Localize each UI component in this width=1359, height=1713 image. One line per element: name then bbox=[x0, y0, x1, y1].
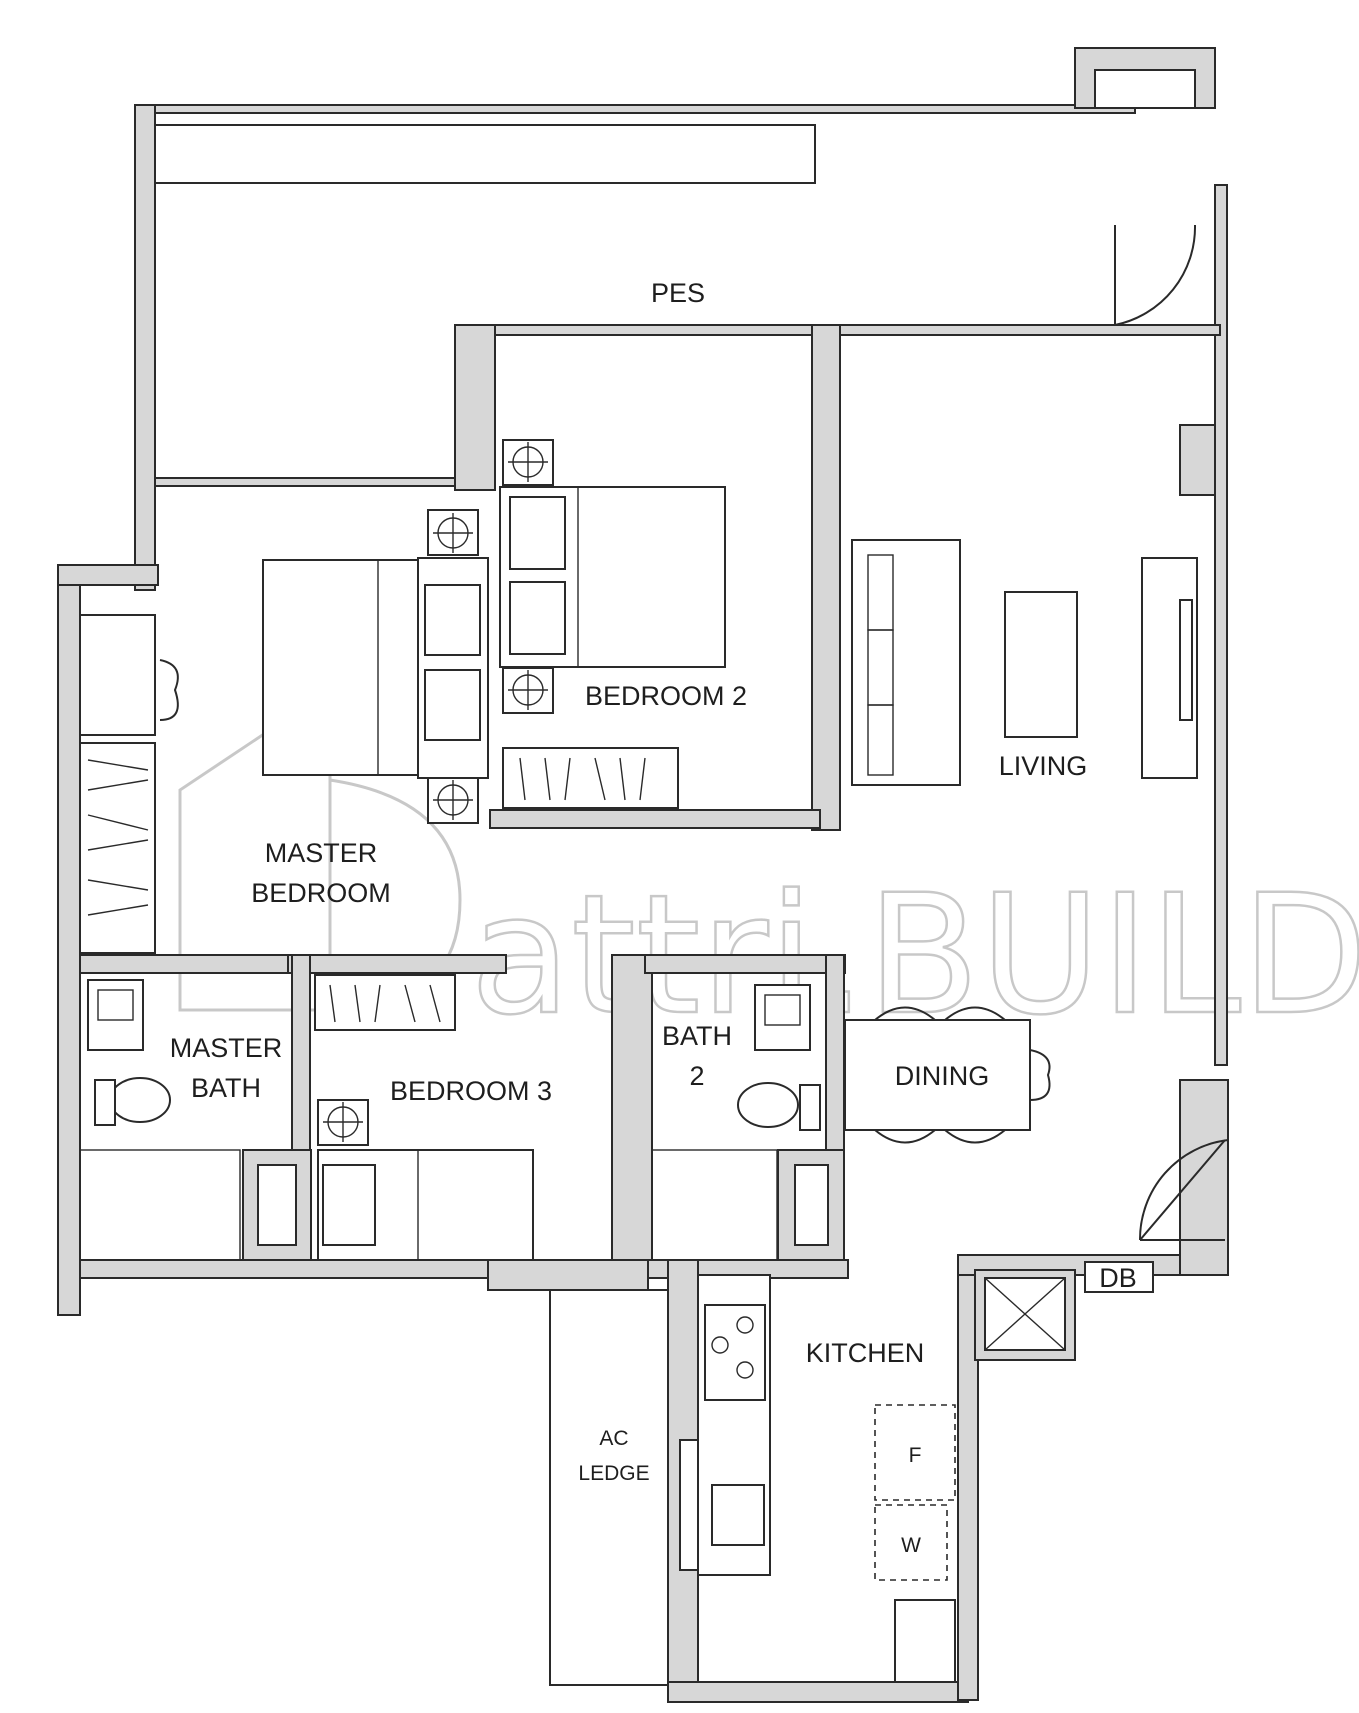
lamp-icon bbox=[427, 509, 479, 556]
label-master-bath-2: BATH bbox=[191, 1073, 261, 1103]
label-pes: PES bbox=[651, 278, 705, 308]
bed2-left-column bbox=[454, 324, 496, 491]
dining-table bbox=[844, 1019, 1031, 1131]
label-fridge: F bbox=[909, 1444, 922, 1467]
bed3-top-wall bbox=[287, 954, 507, 974]
master-shower bbox=[79, 1149, 241, 1261]
label-master-bedroom-2: BEDROOM bbox=[251, 878, 391, 908]
toilet-icon bbox=[737, 1082, 799, 1128]
label-kitchen: KITCHEN bbox=[806, 1338, 925, 1368]
entrance-door-arc bbox=[1138, 1139, 1229, 1241]
master-pillow-2 bbox=[424, 669, 481, 741]
corner-column-inner bbox=[1094, 69, 1196, 109]
right-wall bbox=[1214, 184, 1228, 1066]
chair-icon bbox=[874, 1129, 1006, 1144]
label-living: LIVING bbox=[999, 751, 1088, 781]
master-wardrobe bbox=[79, 742, 156, 954]
bed2-bottom-wall bbox=[489, 809, 821, 829]
doors bbox=[1114, 224, 1229, 1241]
master-bath-top-wall bbox=[79, 954, 296, 974]
master-window bbox=[154, 477, 456, 487]
label-dining: DINING bbox=[895, 1061, 990, 1091]
kitchen-window bbox=[679, 1439, 699, 1571]
kitchen-bottom-duct bbox=[894, 1599, 956, 1683]
kitchen-sink bbox=[711, 1484, 765, 1546]
label-ac-ledge-2: LEDGE bbox=[578, 1462, 649, 1485]
kitchen-bottom-wall bbox=[667, 1681, 969, 1703]
room-labels: PES BEDROOM 2 LIVING MASTER BEDROOM MAST… bbox=[170, 278, 1137, 1557]
entrance-column bbox=[1179, 1079, 1229, 1276]
lamp-icon bbox=[317, 1099, 369, 1146]
master-bath-right-wall bbox=[291, 954, 311, 1156]
label-ac-ledge-1: AC bbox=[599, 1427, 628, 1450]
chair-icon bbox=[159, 659, 179, 721]
master-bath-basin bbox=[87, 979, 144, 1051]
chair-icon bbox=[1029, 1049, 1051, 1101]
label-bath-2-2: 2 bbox=[689, 1061, 704, 1091]
stove bbox=[704, 1304, 766, 1401]
walls bbox=[57, 47, 1229, 1703]
bed3-pillow bbox=[322, 1164, 376, 1246]
toilet-icon bbox=[109, 1077, 171, 1123]
bath2-top-wall bbox=[644, 954, 846, 974]
pes-top-railing bbox=[134, 104, 1136, 114]
lamp-icon bbox=[502, 439, 554, 486]
label-washer: W bbox=[901, 1534, 921, 1557]
entrance-door bbox=[1139, 1139, 1226, 1241]
pes-left-wall bbox=[134, 104, 156, 591]
left-wall bbox=[57, 564, 81, 1316]
db-box bbox=[1084, 1261, 1154, 1293]
bed2-wardrobe bbox=[502, 747, 679, 809]
bed3-bottom-step bbox=[487, 1259, 649, 1291]
right-column bbox=[1179, 424, 1216, 496]
bed3-wardrobe bbox=[314, 974, 456, 1031]
pes-door bbox=[1114, 224, 1197, 326]
study-desk bbox=[79, 614, 156, 736]
lamp-icon bbox=[427, 777, 479, 824]
kitchen-duct-cross-b bbox=[984, 1277, 1066, 1351]
lamp-icon bbox=[502, 667, 554, 714]
fridge-space bbox=[874, 1404, 956, 1501]
master-pillow-1 bbox=[424, 584, 481, 656]
bath2-shower bbox=[651, 1149, 778, 1261]
bed3-right-wall bbox=[611, 954, 653, 1261]
pes-planter bbox=[154, 124, 816, 184]
label-bedroom-3: BEDROOM 3 bbox=[390, 1076, 552, 1106]
label-bedroom-2: BEDROOM 2 bbox=[585, 681, 747, 711]
ac-ledge-outline bbox=[549, 1289, 669, 1686]
bed2-pillow-1 bbox=[509, 496, 566, 570]
bed2-pillow-2 bbox=[509, 581, 566, 655]
left-wall-top bbox=[57, 564, 159, 586]
master-bath-duct-inner bbox=[257, 1164, 297, 1246]
label-master-bedroom-1: MASTER bbox=[265, 838, 378, 868]
label-db: DB bbox=[1099, 1263, 1137, 1293]
bath2-basin bbox=[754, 984, 811, 1051]
label-master-bath-1: MASTER bbox=[170, 1033, 283, 1063]
furniture bbox=[79, 439, 1198, 1581]
label-bath-2-1: BATH bbox=[662, 1021, 732, 1051]
coffee-table bbox=[1004, 591, 1078, 738]
bath2-duct-inner bbox=[794, 1164, 829, 1246]
chair-icon bbox=[874, 1006, 1006, 1021]
washer-space bbox=[874, 1504, 948, 1581]
sofa bbox=[851, 539, 961, 786]
bed2-living-wall bbox=[811, 324, 841, 831]
